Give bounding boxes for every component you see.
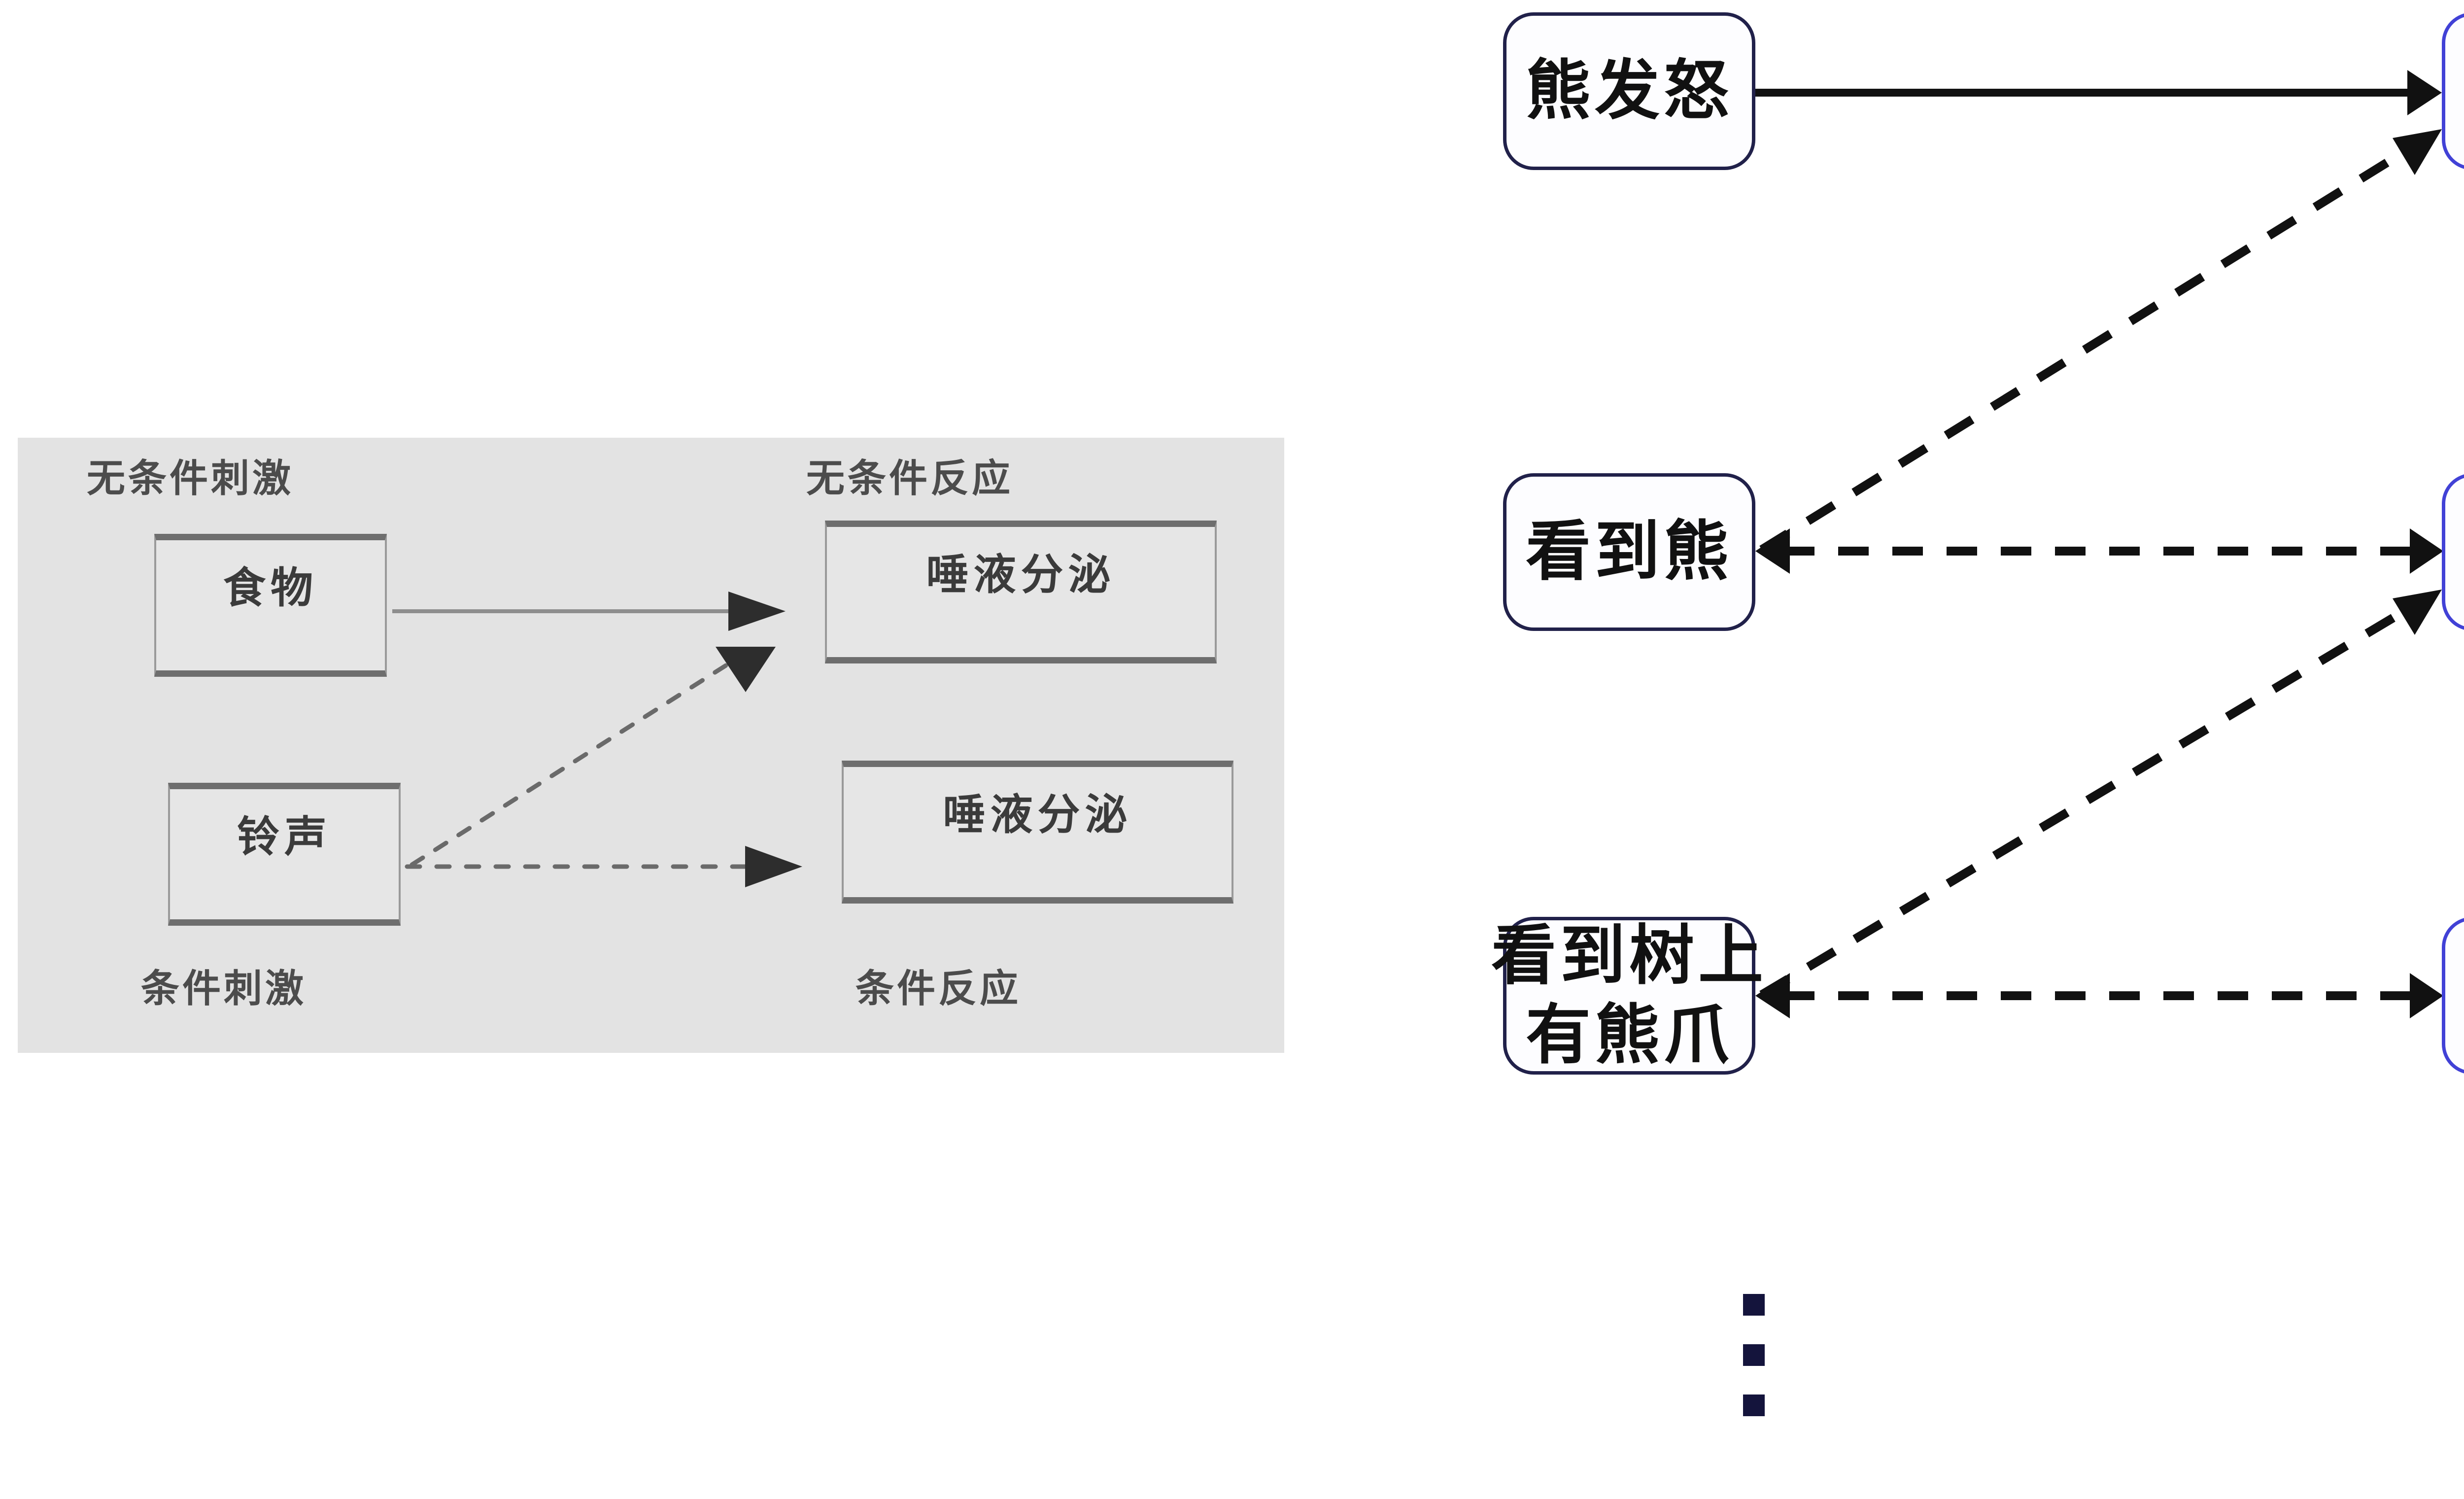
node-reward[interactable]: 奖励 <box>2442 12 2464 170</box>
rl-value-panel: 熊发怒 看到熊 看到树上 有熊爪 奖励 V(s') V(s) <box>1478 0 2464 1499</box>
arrowhead-bear-claw-to-vsprime <box>2393 590 2442 635</box>
arrowhead-food-to-salivation <box>728 592 786 631</box>
arrowhead-bell-to-salivation-top <box>716 647 776 692</box>
node-value-s[interactable]: V(s) <box>2442 917 2464 1075</box>
pavlov-conditioning-panel: 无条件刺激 无条件反应 条件刺激 条件反应 食物 铃声 唾液分泌 唾液分泌 <box>18 438 1284 1053</box>
node-bear-claw-line1: 看到树上 <box>1491 917 1767 994</box>
arrowhead-right-see-bear-to-vsprime <box>2410 528 2443 574</box>
arrowhead-bell-to-salivation-bottom <box>745 846 802 887</box>
caption-conditioned-response: 条件反应 <box>856 967 1022 1011</box>
node-bear-claw-on-tree[interactable]: 看到树上 有熊爪 <box>1491 917 1763 1075</box>
rl-edges <box>1755 70 2443 1018</box>
node-see-bear[interactable]: 看到熊 <box>1503 473 1755 631</box>
edge-bell-to-salivation-top <box>410 660 734 867</box>
arrowhead-bear-angry-to-reward <box>2407 70 2442 115</box>
edge-bear-claw-to-vsprime <box>1759 603 2413 999</box>
pavlov-box-bell: 铃声 <box>168 783 401 926</box>
node-bear-claw-label: 看到树上 有熊爪 <box>1491 916 1767 1075</box>
pavlov-box-food-label: 食物 <box>223 563 318 613</box>
arrowhead-right-bear-claw-to-vs <box>2410 973 2443 1018</box>
pavlov-box-salivation-bottom-label: 唾液分泌 <box>943 790 1132 839</box>
pavlov-box-salivation-bottom: 唾液分泌 <box>842 761 1233 904</box>
node-see-bear-label: 看到熊 <box>1526 514 1733 590</box>
node-value-s-prime[interactable]: V(s') <box>2442 473 2464 631</box>
caption-unconditioned-stimulus: 无条件刺激 <box>87 456 294 501</box>
node-bear-angry[interactable]: 熊发怒 <box>1503 12 1755 170</box>
ellipsis-dots-left-column <box>1743 1294 1765 1416</box>
node-bear-claw-line2: 有熊爪 <box>1526 997 1733 1073</box>
ellipsis-dot <box>1743 1294 1765 1316</box>
arrowhead-see-bear-to-reward <box>2393 129 2442 175</box>
pavlov-box-food: 食物 <box>154 534 387 677</box>
pavlov-box-bell-label: 铃声 <box>237 812 332 862</box>
ellipsis-dot <box>1743 1344 1765 1366</box>
caption-conditioned-stimulus: 条件刺激 <box>141 967 307 1011</box>
ellipsis-dot <box>1743 1394 1765 1416</box>
caption-unconditioned-response: 无条件反应 <box>806 456 1014 501</box>
pavlov-box-salivation-top: 唾液分泌 <box>825 521 1217 663</box>
edge-see-bear-to-reward <box>1759 144 2413 554</box>
arrowhead-left-see-bear-to-vsprime <box>1755 528 1790 574</box>
node-bear-angry-label: 熊发怒 <box>1526 53 1733 129</box>
pavlov-box-salivation-top-label: 唾液分泌 <box>926 550 1116 599</box>
